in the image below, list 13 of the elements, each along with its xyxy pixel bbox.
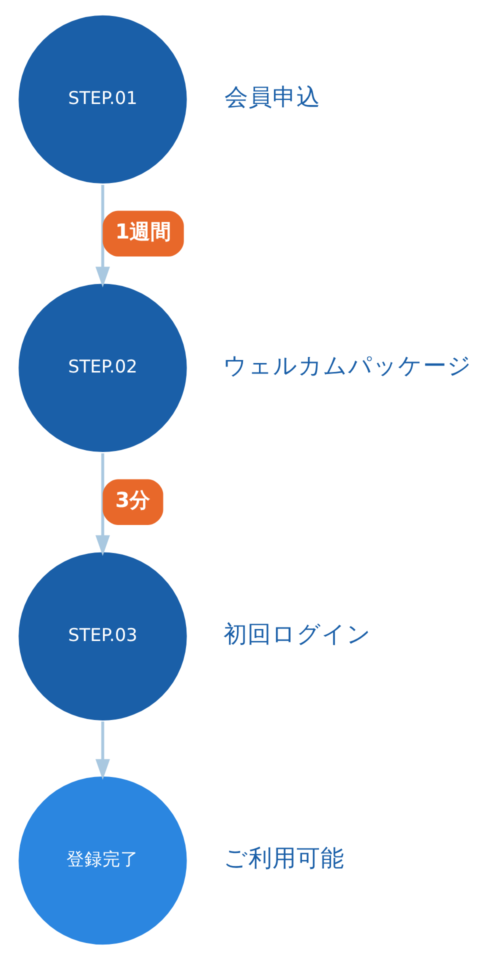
arrow <box>94 184 110 288</box>
arrow <box>94 453 110 556</box>
node-label: ウェルカムパッケージ <box>222 351 472 380</box>
node-label: ご利用可能 <box>223 844 344 872</box>
node-circle: STEP.02 <box>16 282 188 454</box>
edge-label: 1週間 <box>114 219 172 244</box>
node-circle: STEP.01 <box>16 14 188 185</box>
node-label: 初回ログイン <box>222 620 371 648</box>
node-circle: 登録完了 <box>16 775 188 946</box>
node-circle: STEP.03 <box>16 550 188 722</box>
edge-label: 3分 <box>114 488 150 512</box>
node-label: 会員申込 <box>224 83 320 112</box>
arrow <box>94 722 110 780</box>
